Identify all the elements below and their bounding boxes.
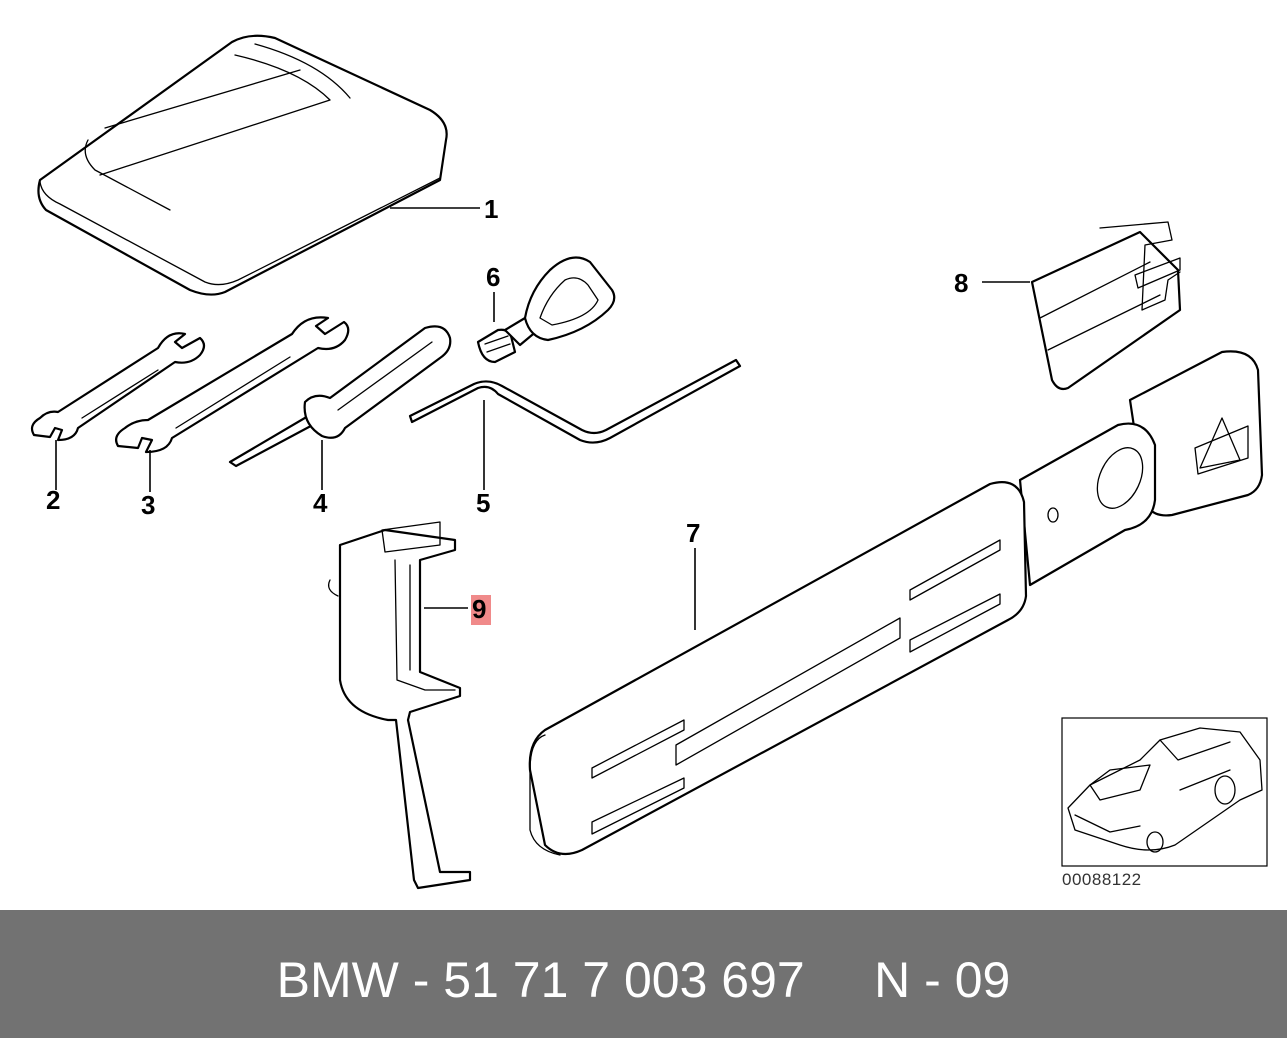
part-9-bracket[interactable] [327, 521, 472, 890]
part-4-screwdriver[interactable] [228, 325, 452, 468]
footer-bar: BMW - 51 71 7 003 697 N - 09 [0, 910, 1287, 1038]
parts-diagram: 1 2 3 4 5 6 [30, 34, 1268, 890]
callout-2[interactable]: 2 [46, 485, 60, 515]
callout-7[interactable]: 7 [686, 518, 700, 548]
callout-3[interactable]: 3 [141, 490, 155, 520]
callout-9[interactable]: 9 [472, 594, 486, 624]
part-1-toolkit-case[interactable] [37, 34, 448, 296]
parts-diagram-svg: 1 2 3 4 5 6 [30, 34, 1268, 890]
callout-5[interactable]: 5 [476, 488, 490, 518]
part-8-holder-clip[interactable] [1030, 221, 1182, 391]
callout-4[interactable]: 4 [313, 488, 328, 518]
part-3-large-wrench[interactable] [115, 316, 350, 454]
part-6-towing-eye[interactable] [476, 256, 616, 364]
callout-9-highlight [471, 595, 491, 625]
part-number-text: BMW - 51 71 7 003 697 N - 09 [276, 952, 1011, 1008]
part-7-warning-triangle-case[interactable] [528, 350, 1264, 856]
vehicle-thumbnail [1061, 717, 1268, 867]
drawing-reference-code: 00088122 [1062, 870, 1142, 889]
callout-8[interactable]: 8 [954, 268, 968, 298]
part-5-crank-handle[interactable] [408, 358, 742, 444]
callout-6[interactable]: 6 [486, 262, 500, 292]
part-2-small-wrench[interactable] [30, 332, 206, 442]
callout-1[interactable]: 1 [484, 194, 498, 224]
